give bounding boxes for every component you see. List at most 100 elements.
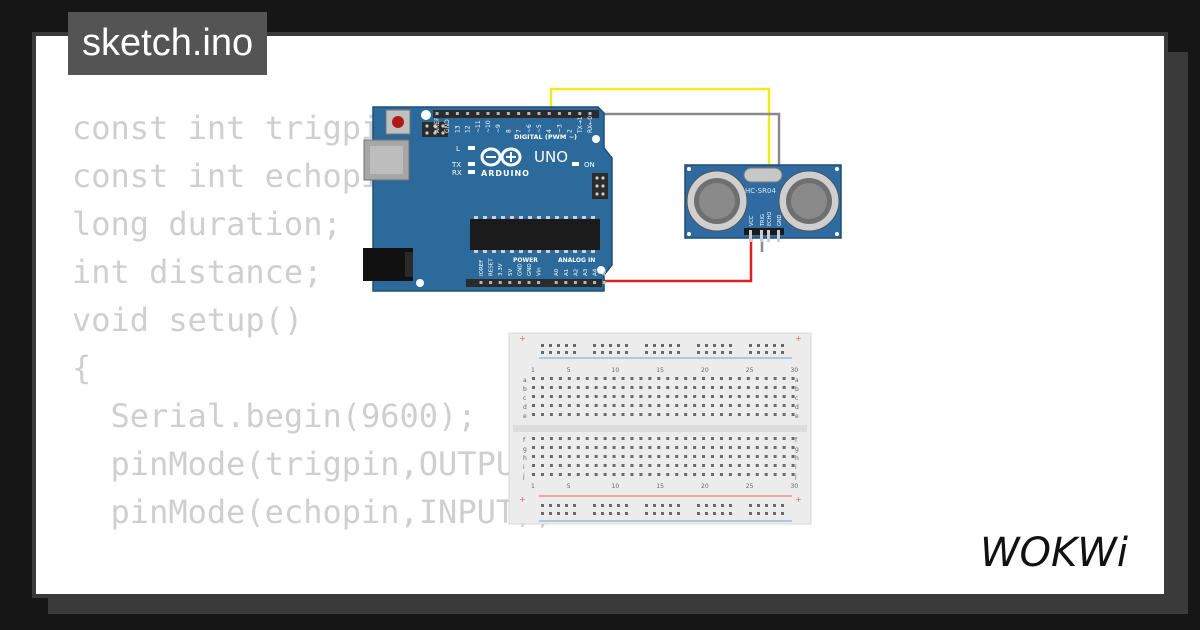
breadboard-hole[interactable] <box>648 437 652 440</box>
breadboard-hole[interactable] <box>567 446 571 449</box>
breadboard-hole[interactable] <box>540 455 544 458</box>
breadboard-hole[interactable] <box>645 504 648 507</box>
breadboard-hole[interactable] <box>657 413 661 416</box>
breadboard-hole[interactable] <box>585 413 589 416</box>
breadboard-hole[interactable] <box>719 377 723 380</box>
breadboard-hole[interactable] <box>549 351 552 354</box>
breadboard-hole[interactable] <box>711 455 714 458</box>
breadboard-hole[interactable] <box>594 395 598 398</box>
breadboard-hole[interactable] <box>567 404 571 407</box>
breadboard-hole[interactable] <box>609 344 612 347</box>
breadboard-hole[interactable] <box>585 386 589 389</box>
breadboard-hole[interactable] <box>773 455 777 458</box>
breadboard-hole[interactable] <box>666 377 670 380</box>
breadboard-hole[interactable] <box>593 512 596 515</box>
breadboard-hole[interactable] <box>666 473 670 476</box>
breadboard-hole[interactable] <box>737 473 741 476</box>
breadboard-hole[interactable] <box>653 504 656 507</box>
breadboard-hole[interactable] <box>621 446 625 449</box>
breadboard-hole[interactable] <box>576 386 580 389</box>
breadboard-hole[interactable] <box>764 413 768 416</box>
breadboard-hole[interactable] <box>773 413 777 416</box>
breadboard-hole[interactable] <box>713 512 716 515</box>
breadboard-hole[interactable] <box>782 413 786 416</box>
breadboard-hole[interactable] <box>666 404 670 407</box>
breadboard-hole[interactable] <box>630 395 634 398</box>
breadboard-hole[interactable] <box>728 404 732 407</box>
breadboard-hole[interactable] <box>625 351 628 354</box>
breadboard-hole[interactable] <box>567 464 571 467</box>
breadboard-hole[interactable] <box>567 386 571 389</box>
breadboard-hole[interactable] <box>757 512 760 515</box>
breadboard-hole[interactable] <box>684 455 688 458</box>
breadboard-hole[interactable] <box>713 504 716 507</box>
breadboard-hole[interactable] <box>765 344 768 347</box>
breadboard-hole[interactable] <box>719 386 723 389</box>
breadboard-hole[interactable] <box>648 377 652 380</box>
breadboard-hole[interactable] <box>639 446 643 449</box>
breadboard-hole[interactable] <box>719 455 723 458</box>
header-pin[interactable] <box>486 112 490 115</box>
breadboard-hole[interactable] <box>625 512 628 515</box>
breadboard-hole[interactable] <box>603 455 607 458</box>
breadboard-hole[interactable] <box>657 455 661 458</box>
breadboard-hole[interactable] <box>705 504 708 507</box>
breadboard-hole[interactable] <box>764 464 768 467</box>
breadboard-hole[interactable] <box>746 386 750 389</box>
header-pin[interactable] <box>557 112 561 115</box>
breadboard-hole[interactable] <box>757 351 760 354</box>
header-pin[interactable] <box>435 112 439 115</box>
header-pin[interactable] <box>517 112 521 115</box>
breadboard-hole[interactable] <box>746 395 750 398</box>
breadboard-hole[interactable] <box>532 455 535 458</box>
breadboard-hole[interactable] <box>711 377 714 380</box>
breadboard-hole[interactable] <box>594 446 598 449</box>
breadboard-hole[interactable] <box>621 455 625 458</box>
breadboard-hole[interactable] <box>603 464 607 467</box>
breadboard-hole[interactable] <box>657 437 661 440</box>
breadboard-hole[interactable] <box>612 473 616 476</box>
breadboard-hole[interactable] <box>612 377 616 380</box>
breadboard-hole[interactable] <box>791 386 795 389</box>
breadboard-hole[interactable] <box>558 455 562 458</box>
breadboard-hole[interactable] <box>697 504 700 507</box>
breadboard-hole[interactable] <box>675 395 679 398</box>
breadboard-hole[interactable] <box>755 395 759 398</box>
breadboard-hole[interactable] <box>675 446 679 449</box>
breadboard-hole[interactable] <box>532 377 535 380</box>
header-pin[interactable] <box>588 112 592 115</box>
breadboard-hole[interactable] <box>585 473 589 476</box>
breadboard-hole[interactable] <box>609 504 612 507</box>
breadboard-hole[interactable] <box>773 512 776 515</box>
breadboard-hole[interactable] <box>576 404 580 407</box>
breadboard-hole[interactable] <box>576 395 580 398</box>
breadboard-hole[interactable] <box>773 377 777 380</box>
breadboard-hole[interactable] <box>713 351 716 354</box>
breadboard-hole[interactable] <box>711 395 714 398</box>
breadboard-hole[interactable] <box>773 437 777 440</box>
breadboard-hole[interactable] <box>540 413 544 416</box>
breadboard-hole[interactable] <box>630 437 634 440</box>
breadboard-hole[interactable] <box>657 473 661 476</box>
breadboard-hole[interactable] <box>755 464 759 467</box>
breadboard-hole[interactable] <box>721 344 724 347</box>
breadboard-hole[interactable] <box>746 464 750 467</box>
breadboard-hole[interactable] <box>773 464 777 467</box>
breadboard-hole[interactable] <box>782 386 786 389</box>
breadboard-hole[interactable] <box>603 386 607 389</box>
breadboard-hole[interactable] <box>585 395 589 398</box>
breadboard-hole[interactable] <box>684 377 688 380</box>
breadboard-hole[interactable] <box>594 386 598 389</box>
breadboard-hole[interactable] <box>558 446 562 449</box>
wire-red-vcc[interactable] <box>541 238 753 283</box>
breadboard-hole[interactable] <box>728 455 732 458</box>
header-pin[interactable] <box>547 112 551 115</box>
breadboard-hole[interactable] <box>755 455 759 458</box>
breadboard-hole[interactable] <box>621 386 625 389</box>
breadboard-hole[interactable] <box>557 504 560 507</box>
breadboard-hole[interactable] <box>719 395 723 398</box>
breadboard-hole[interactable] <box>693 446 697 449</box>
breadboard-hole[interactable] <box>711 386 714 389</box>
header-pin[interactable] <box>578 112 582 115</box>
